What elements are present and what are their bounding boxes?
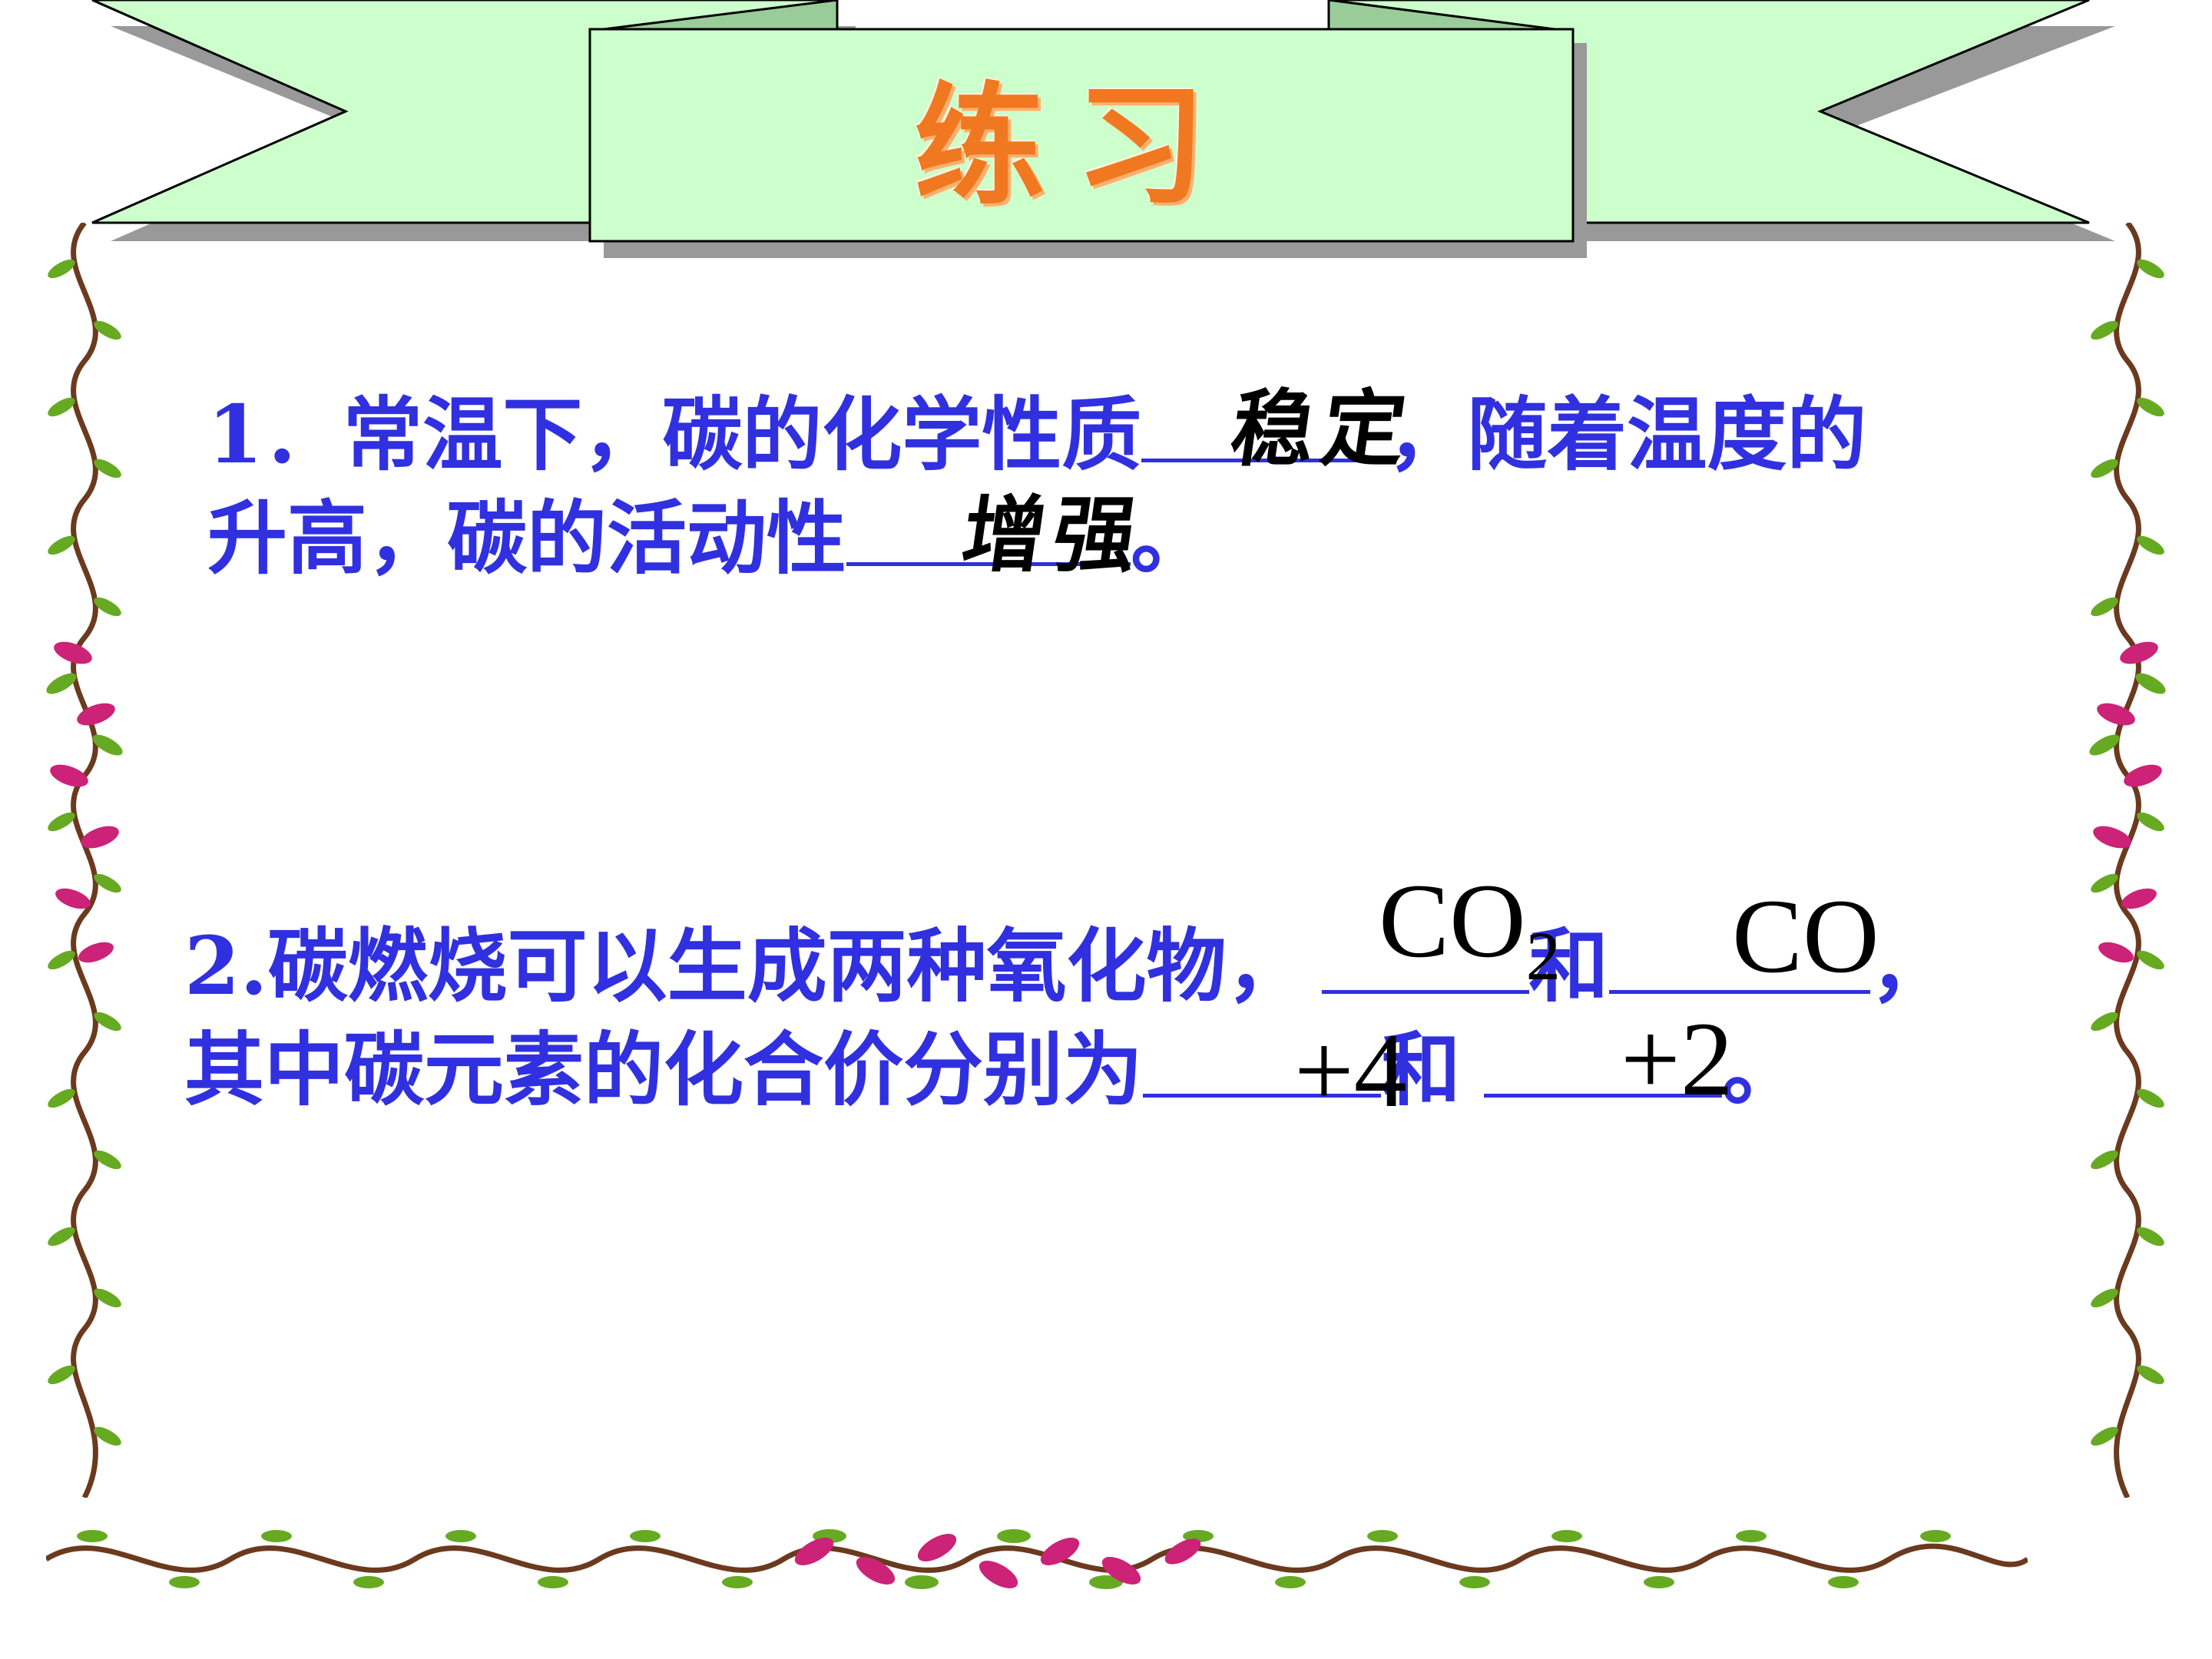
oxide-1-subscript: 2 xyxy=(1525,919,1561,995)
page-title: 练习 xyxy=(913,71,1237,223)
q2-line2-text: 其中碳元素的化合价分别为 xyxy=(184,1022,1144,1117)
q2-line2-join: 和 xyxy=(1381,1022,1462,1117)
answer-oxide-1: CO2 xyxy=(1379,868,1561,992)
q2-text-a: 升高，碳的活动性 xyxy=(207,491,847,585)
q2-line2-end: 。 xyxy=(1722,1022,1803,1117)
question-1-line-1: 1．常温下，碳的化学性质 ，随着温度的 xyxy=(207,379,1866,485)
q2-line1-end: ， xyxy=(1869,919,1950,1013)
q1-text-end: 。 xyxy=(1131,491,1211,585)
question-1-line-2: 升高，碳的活动性 。 xyxy=(207,482,1210,589)
q2-line1-text: 2.碳燃烧可以生成两种氧化物， xyxy=(184,919,1306,1013)
q2-blank-oxide-1 xyxy=(1321,910,1529,994)
bottom-vine-border xyxy=(46,1529,2028,1589)
question-2-line-1: 2.碳燃烧可以生成两种氧化物， 和 ， xyxy=(184,910,1950,1017)
q2-blank-valence-2 xyxy=(1484,1014,1723,1098)
q2-blank-valence-1 xyxy=(1143,1014,1382,1098)
q2-line1-join: 和 xyxy=(1528,919,1609,1013)
title-ribbon-banner xyxy=(91,0,2115,258)
question-2-line-2: 其中碳元素的化合价分别为 和 。 xyxy=(184,1014,1802,1121)
q1-text-a: 1．常温下，碳的化学性质 xyxy=(207,387,1142,482)
q2-blank-oxide-2 xyxy=(1608,910,1870,994)
answer-valence-2: +2 xyxy=(1621,1000,1734,1118)
q1-blank-activity xyxy=(846,482,1131,566)
answer-valence-1: +4 xyxy=(1294,1012,1407,1129)
right-vine-border xyxy=(2089,223,2166,1498)
answer-oxide-2: CO xyxy=(1732,877,1879,995)
oxide-1-formula: CO xyxy=(1379,862,1526,979)
q1-blank-stability xyxy=(1141,379,1388,462)
answer-stability: 稳定 xyxy=(1224,381,1420,478)
left-vine-border xyxy=(46,223,123,1498)
answer-activity: 增强 xyxy=(955,487,1151,584)
q1-text-b: ，随着温度的 xyxy=(1387,387,1867,482)
